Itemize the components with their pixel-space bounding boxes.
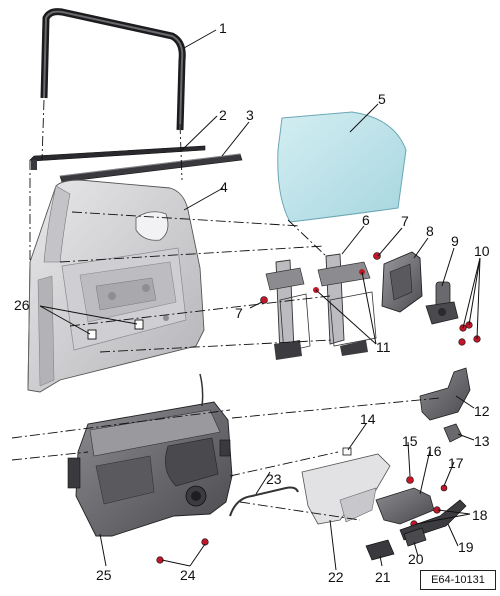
part-screw-15 <box>406 476 414 484</box>
part-clips <box>87 319 144 340</box>
callout-22: 22 <box>328 569 344 585</box>
part-window-glass <box>277 111 407 223</box>
callout-3: 3 <box>246 107 254 123</box>
part-armrest <box>301 453 391 525</box>
part-clip-14 <box>342 447 352 456</box>
part-screw-lower <box>260 296 268 304</box>
part-outer-window-seal <box>59 153 243 183</box>
callout-5: 5 <box>378 91 386 107</box>
part-switch-21 <box>365 539 395 561</box>
callout-1: 1 <box>219 20 227 36</box>
callout-24: 24 <box>180 567 196 583</box>
part-bracket-20 <box>403 527 427 547</box>
part-window-regulator-rear <box>317 253 377 356</box>
part-switch-bracket <box>375 487 435 525</box>
callout-19: 19 <box>458 539 474 555</box>
callout-21: 21 <box>375 569 391 585</box>
part-door-shell <box>27 179 205 393</box>
callout-14: 14 <box>360 411 376 427</box>
figure-reference-code: E64-10131 <box>420 570 496 590</box>
part-motor-bracket <box>381 251 423 313</box>
part-screw-upper <box>373 252 381 260</box>
part-cable <box>229 486 299 517</box>
callout-2: 2 <box>219 107 227 123</box>
part-inner-window-seal <box>29 145 206 170</box>
callout-labels: 1 2 3 4 5 6 7 7 8 9 10 11 12 13 14 15 16… <box>14 20 490 585</box>
callout-7-lower: 7 <box>235 305 243 321</box>
callout-20: 20 <box>408 551 424 567</box>
callout-9: 9 <box>451 233 459 249</box>
callout-11: 11 <box>376 339 391 355</box>
callout-26: 26 <box>14 297 30 313</box>
callout-15: 15 <box>402 433 418 449</box>
callout-7-upper: 7 <box>401 213 409 229</box>
callout-4: 4 <box>220 179 228 195</box>
callout-16: 16 <box>426 443 442 459</box>
callout-8: 8 <box>426 223 434 239</box>
callout-23: 23 <box>266 471 282 487</box>
assembly-lines <box>11 99 441 521</box>
part-door-trim-panel <box>67 373 233 537</box>
callout-17: 17 <box>448 455 464 471</box>
callout-10: 10 <box>474 243 490 259</box>
callout-6: 6 <box>362 212 370 228</box>
callout-18: 18 <box>472 507 488 523</box>
leader-lines <box>39 29 481 571</box>
callout-25: 25 <box>96 567 112 583</box>
part-trim-screws <box>156 538 209 564</box>
callout-13: 13 <box>474 433 490 449</box>
part-window-regulator-front <box>265 259 319 360</box>
part-armrest-bracket <box>419 367 471 421</box>
part-window-seal <box>40 8 186 131</box>
part-small-cover <box>443 423 463 443</box>
part-window-motor <box>425 281 459 325</box>
callout-12: 12 <box>474 403 490 419</box>
